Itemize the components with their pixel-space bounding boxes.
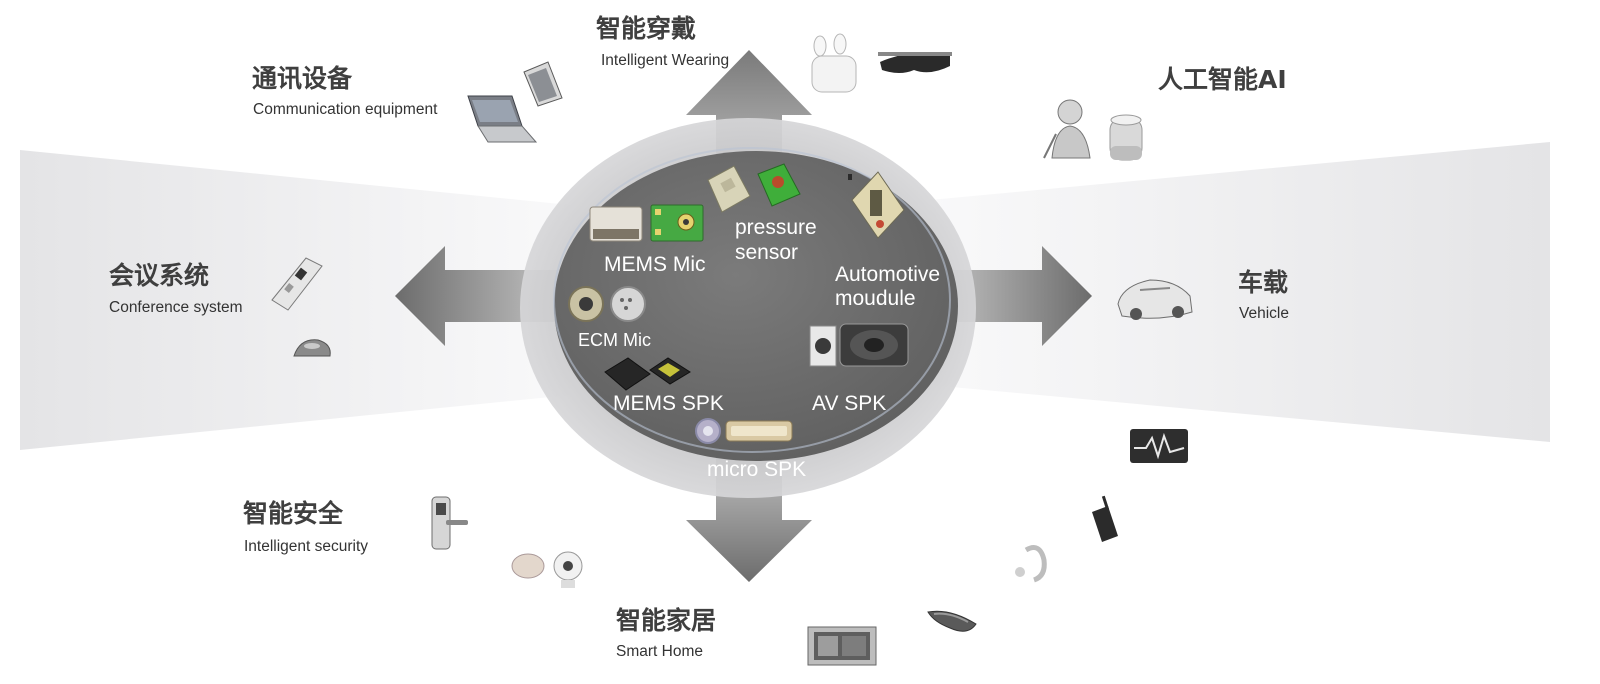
pressure-sensor-icon — [707, 163, 801, 213]
label-av-spk: AV SPK — [812, 392, 886, 415]
av-spk-icon — [809, 323, 909, 367]
laptop-icon — [467, 95, 538, 143]
photo-frame-icon — [807, 626, 877, 666]
title-ai: 人工智能AI — [1158, 65, 1287, 94]
ecm-mic-icon — [568, 286, 646, 322]
title-vehicle: 车载 — [1238, 268, 1289, 297]
subtitle-conference: Conference system — [109, 299, 243, 316]
plate-highlight — [553, 147, 951, 453]
baby-camera-icon — [511, 551, 583, 588]
label-mems-spk: MEMS SPK — [613, 392, 724, 415]
micro-spk-icon — [695, 418, 793, 444]
tablet-icon — [523, 61, 563, 107]
smart-lock-icon — [431, 496, 468, 550]
mems-mic-icon — [589, 204, 704, 242]
automotive-module-icon — [848, 171, 905, 239]
label-ecm-mic: ECM Mic — [578, 330, 651, 350]
voice-recorder-icon — [271, 257, 323, 311]
label-micro-spk: micro SPK — [707, 458, 806, 481]
robot-icon — [1043, 99, 1091, 159]
walkie-talkie-icon — [1092, 495, 1118, 542]
title-conference: 会议系统 — [109, 261, 210, 290]
title-security: 智能安全 — [243, 499, 344, 528]
label-automotive-line2: moudule — [835, 287, 916, 310]
mems-spk-icon — [604, 357, 691, 391]
subtitle-security: Intelligent security — [244, 538, 369, 555]
subtitle-communication: Communication equipment — [253, 101, 438, 118]
car-icon — [1117, 279, 1193, 320]
smart-glasses-icon — [878, 52, 952, 73]
title-communication: 通讯设备 — [252, 64, 353, 93]
label-automotive-line1: Automotive — [835, 263, 940, 286]
subtitle-wearing: Intelligent Wearing — [601, 52, 730, 69]
label-mems-mic: MEMS Mic — [604, 253, 706, 276]
title-home: 智能家居 — [616, 606, 717, 635]
subtitle-vehicle: Vehicle — [1239, 305, 1289, 322]
title-wearing: 智能穿戴 — [596, 14, 697, 43]
hearing-aid-icon — [1015, 545, 1047, 583]
right-band — [930, 142, 1550, 442]
presenter-remote-icon — [927, 610, 977, 632]
conference-phone-icon — [293, 339, 331, 357]
audio-wave-icon — [1130, 429, 1188, 463]
subtitle-home: Smart Home — [616, 643, 703, 660]
label-pressure-sensor-line2: sensor — [735, 241, 798, 264]
label-pressure-sensor-line1: pressure — [735, 216, 817, 239]
earbuds-case-icon — [811, 33, 857, 93]
smart-speaker-icon — [1109, 114, 1143, 161]
